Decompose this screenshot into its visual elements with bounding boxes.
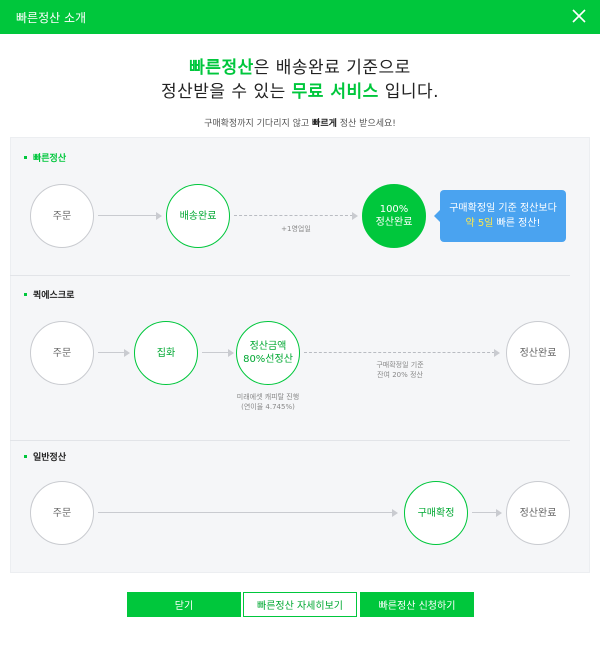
arrow-icon bbox=[98, 349, 130, 357]
headline-line-2: 정산받을 수 있는 무료 서비스 입니다. bbox=[160, 82, 440, 102]
modal-title: 빠른정산 소개 bbox=[16, 11, 87, 25]
step-order: 주문 bbox=[30, 321, 94, 385]
section-label-fast: 빠른정산 bbox=[24, 151, 66, 164]
section-label-normal: 일반정산 bbox=[24, 450, 66, 463]
bullet-icon bbox=[24, 156, 27, 159]
arrow-icon bbox=[234, 212, 358, 220]
step-pickup: 집화 bbox=[134, 321, 198, 385]
step-settled: 정산완료 bbox=[506, 481, 570, 545]
step-settled: 정산완료 bbox=[506, 321, 570, 385]
section-divider bbox=[10, 440, 570, 441]
step-settled-100: 100%정산완료 bbox=[362, 184, 426, 248]
step-purchase-confirm: 구매확정 bbox=[404, 481, 468, 545]
arrow-icon bbox=[98, 509, 398, 517]
capital-note: 미래에셋 캐피탈 진행 (연이율 4.745%) bbox=[236, 393, 300, 411]
arrow-icon bbox=[202, 349, 234, 357]
section-divider bbox=[10, 275, 570, 276]
headline-line-1: 빠른정산은 배송완료 기준으로 bbox=[189, 58, 411, 78]
modal-header: 빠른정산 소개 bbox=[0, 0, 600, 34]
intro-subtext: 구매확정까지 기다리지 않고 빠르게 정산 받으세요! bbox=[204, 119, 396, 129]
arrow-icon bbox=[472, 509, 502, 517]
arrow-icon bbox=[98, 212, 162, 220]
section-label-quick-escrow: 퀵에스크로 bbox=[24, 288, 74, 301]
view-details-button[interactable]: 빠른정산 자세히보기 bbox=[243, 592, 357, 617]
speed-callout: 구매확정일 기준 정산보다 약 5일 빠른 정산! bbox=[434, 190, 566, 242]
business-day-note: +1영업일 bbox=[281, 225, 311, 233]
close-button[interactable]: 닫기 bbox=[127, 592, 241, 617]
close-icon[interactable] bbox=[570, 7, 588, 25]
remainder-note: 구매확정일 기준 잔여 20% 정산 bbox=[376, 361, 424, 379]
intro-headline: 빠른정산은 배송완료 기준으로 정산받을 수 있는 무료 서비스 입니다. 구매… bbox=[0, 56, 600, 129]
step-delivered: 배송완료 bbox=[166, 184, 230, 248]
bullet-icon bbox=[24, 293, 27, 296]
step-order: 주문 bbox=[30, 481, 94, 545]
arrow-icon bbox=[304, 349, 500, 357]
bullet-icon bbox=[24, 455, 27, 458]
apply-fast-settlement-button[interactable]: 빠른정산 신청하기 bbox=[360, 592, 474, 617]
step-order: 주문 bbox=[30, 184, 94, 248]
